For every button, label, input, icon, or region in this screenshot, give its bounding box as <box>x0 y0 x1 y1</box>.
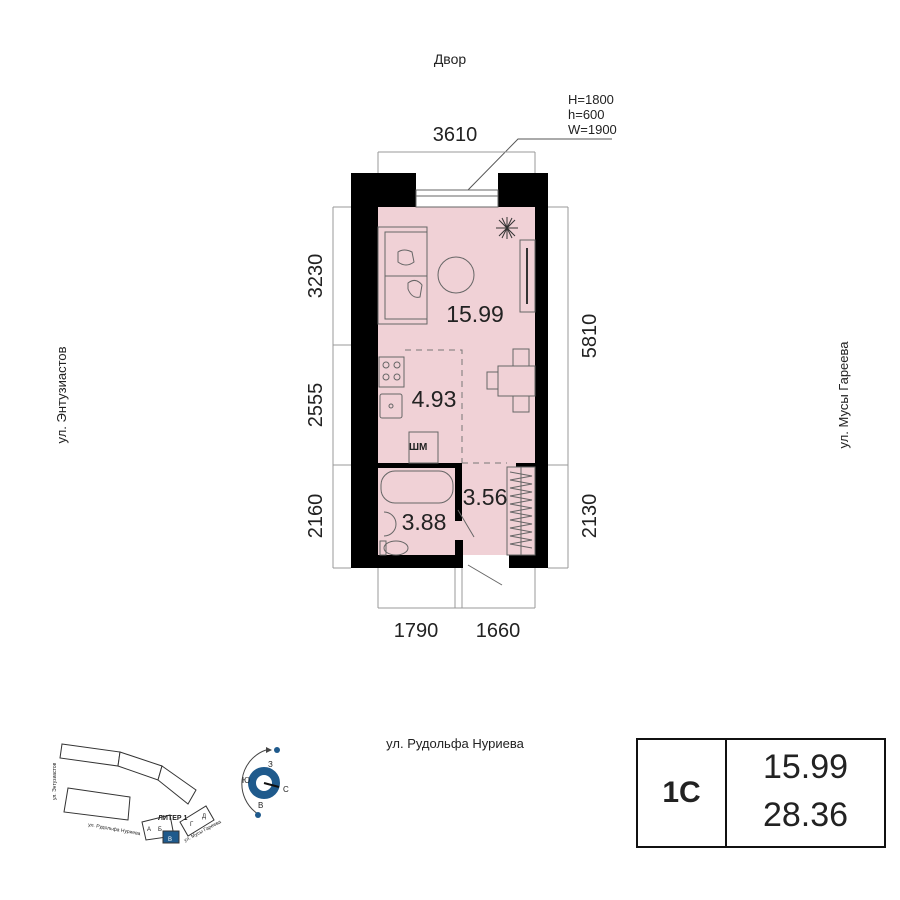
summary-box: 1С 15.99 28.36 <box>636 738 886 848</box>
furniture <box>377 217 536 586</box>
washer <box>408 431 439 464</box>
washer-label: ШМ <box>409 442 427 453</box>
bathroom-door <box>457 509 475 538</box>
total-area: 28.36 <box>762 796 849 834</box>
compass-south: Ю <box>242 776 250 785</box>
entrance-door <box>467 564 503 586</box>
plant-icon <box>496 217 518 239</box>
dim-bottom-1: 1790 <box>394 620 439 642</box>
coffee-table <box>437 256 475 294</box>
area-hall: 3.56 <box>463 484 508 510</box>
dim-left-3: 2160 <box>305 494 327 539</box>
toilet <box>383 540 409 556</box>
window-width: W=1900 <box>568 122 617 137</box>
site-street-b: ул. Рудольфа Нуриева <box>88 822 141 837</box>
dim-bottom-2: 1660 <box>476 620 521 642</box>
street-left-label: ул. Энтузиастов <box>54 346 69 443</box>
sink <box>379 393 403 419</box>
street-bottom-label: ул. Рудольфа Нуриева <box>386 736 524 751</box>
window-height: H=1800 <box>568 92 614 107</box>
section-g: Г <box>190 822 194 828</box>
dim-right-2: 2130 <box>579 494 601 539</box>
compass-west: З <box>268 760 273 769</box>
site-street-a: ул. Энтузиастов <box>52 762 58 800</box>
walls <box>351 173 548 568</box>
dim-left-2: 2555 <box>305 383 327 428</box>
dim-right-1: 5810 <box>579 314 601 359</box>
stove <box>378 356 405 388</box>
section-a: А <box>147 827 151 833</box>
section-b: Б <box>158 827 162 833</box>
site-plan: А Б В Г Д ЛИТЕР 1 ул. Энтузиастов ул. Ру… <box>52 743 222 844</box>
compass-icon: З Ю С В <box>241 747 289 818</box>
pillow <box>407 279 423 298</box>
street-right-label: ул. Мусы Гареева <box>836 341 851 449</box>
apartment-type: 1С <box>662 776 701 809</box>
dim-left-1: 3230 <box>305 254 327 299</box>
liter-label: ЛИТЕР 1 <box>158 815 188 822</box>
compass-east: С <box>283 785 289 794</box>
area-bath: 3.88 <box>402 509 447 535</box>
dimension-lines <box>332 151 569 609</box>
section-d: Д <box>202 814 206 820</box>
washbasin <box>383 511 397 537</box>
summary-divider <box>725 740 727 846</box>
window-annotation: H=1800 h=600 W=1900 <box>467 92 617 191</box>
pillow <box>397 249 415 266</box>
area-kitchen: 4.93 <box>412 386 457 412</box>
bathtub <box>380 470 454 504</box>
courtyard-label: Двор <box>434 51 467 67</box>
dim-top: 3610 <box>433 124 478 146</box>
tv-stand <box>519 239 536 313</box>
compass-north: В <box>258 801 263 810</box>
window <box>415 189 499 208</box>
section-v: В <box>168 837 172 843</box>
window-sill: h=600 <box>568 107 605 122</box>
area-living: 15.99 <box>446 301 504 327</box>
living-area: 15.99 <box>762 748 849 786</box>
zone-borders <box>405 349 507 464</box>
